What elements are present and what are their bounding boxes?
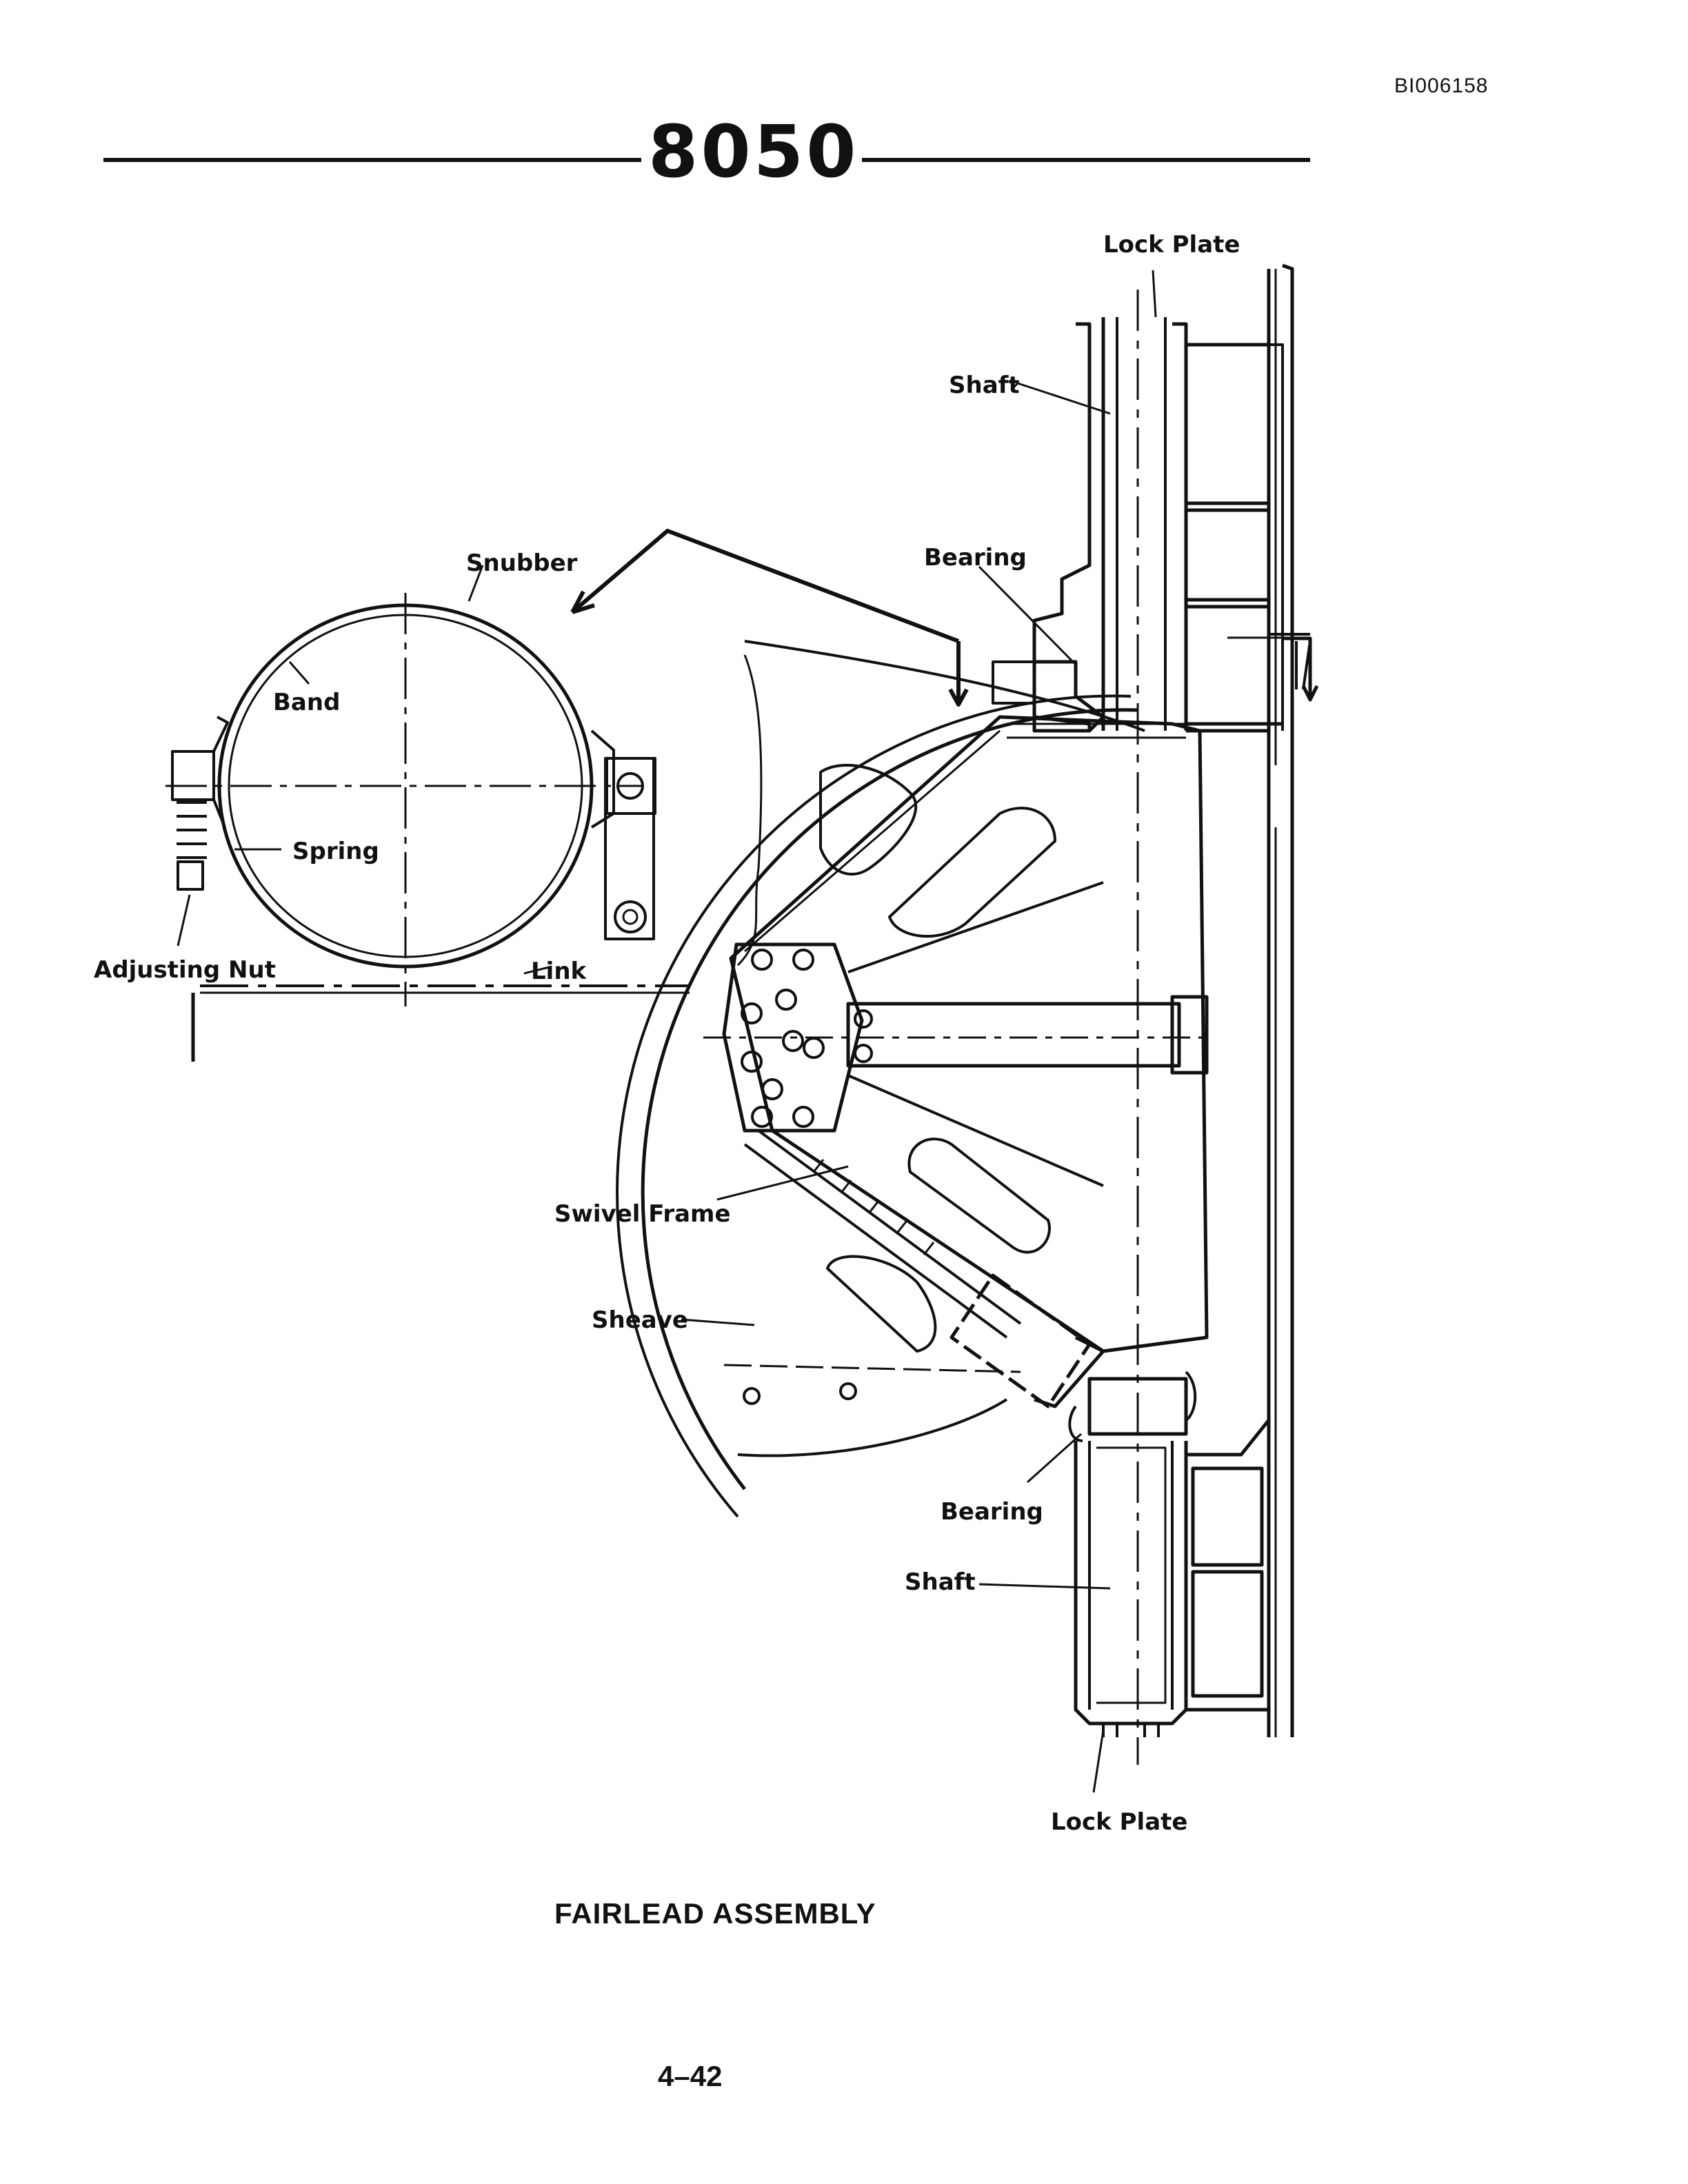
lower-housing-pocket-2 [1191, 1570, 1264, 1698]
link-shape [604, 757, 655, 940]
label-lock-plate-top: Lock Plate [1103, 231, 1240, 259]
snubber-callout-arrow [570, 529, 969, 707]
lower-shaft-housing [1068, 1371, 1271, 1737]
label-bearing-top: Bearing [924, 544, 1027, 572]
figure-caption: FAIRLEAD ASSEMBLY [554, 1897, 876, 1930]
label-snubber: Snubber [466, 549, 578, 577]
label-band: Band [273, 689, 340, 716]
label-shaft-bottom: Shaft [905, 1568, 976, 1596]
document-id: BI006158 [1394, 74, 1489, 97]
label-shaft-top: Shaft [949, 372, 1020, 399]
label-bearing-bottom: Bearing [941, 1498, 1043, 1526]
label-swivel-frame: Swivel Frame [554, 1200, 731, 1228]
title-rule-left [103, 158, 641, 162]
label-sheave: Sheave [592, 1306, 688, 1334]
snubber-detail [165, 565, 690, 1062]
swivel-frame-outline [729, 715, 1209, 1353]
upper-housing-pocket-2 [1184, 508, 1271, 602]
snubber-right-clamp [590, 729, 656, 940]
snubber-left-clamp [171, 716, 229, 891]
label-adjusting-nut: Adjusting Nut [94, 956, 276, 984]
lower-housing-pocket-1 [1191, 1466, 1264, 1567]
upper-shaft-housing [992, 263, 1319, 1765]
model-title: 8050 [648, 110, 859, 194]
page-number: 4–42 [658, 2060, 723, 2092]
spring-coils [177, 801, 207, 859]
upper-housing-pocket-1 [1184, 343, 1271, 505]
upper-bearing-shape [1032, 660, 1105, 733]
label-spring: Spring [292, 838, 379, 865]
hub-bolts [741, 949, 825, 1128]
lower-bearing-shape [1087, 1377, 1188, 1436]
axle-pin [846, 1002, 1181, 1068]
title-rule-right [862, 158, 1310, 162]
adjusting-nut-shape [177, 860, 204, 891]
label-link: Link [531, 958, 587, 985]
label-lock-plate-bottom: Lock Plate [1051, 1808, 1187, 1836]
diagram-labels: Lock Plate Shaft Bearing Snubber Band Sp… [94, 231, 1240, 1836]
sheave-assembly [616, 640, 1214, 1518]
hub-plate [722, 942, 864, 1133]
leader-lines [681, 270, 1157, 1793]
